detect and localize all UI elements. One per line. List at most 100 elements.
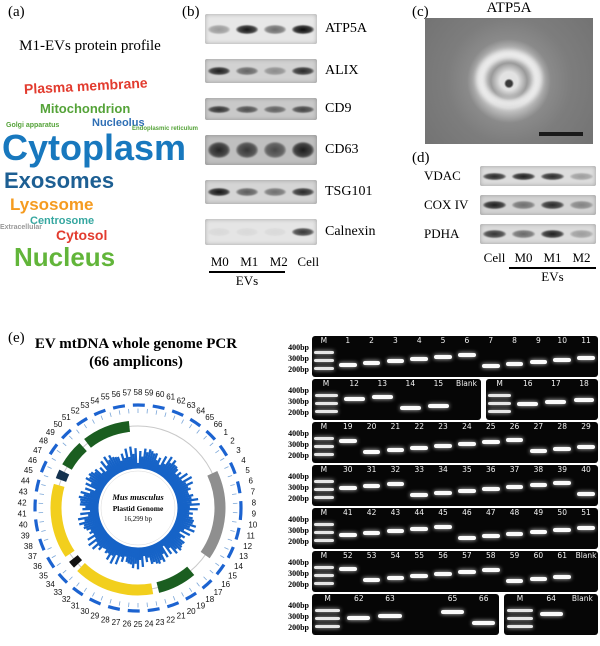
- pcr-band: [338, 439, 357, 443]
- gel-lane: 42: [360, 508, 384, 549]
- gel-lane: 62: [343, 594, 374, 635]
- gel-lane: 44: [407, 508, 431, 549]
- pcr-band: [434, 444, 452, 448]
- amplicon-number: 10: [248, 521, 257, 530]
- gel-lane: 43: [383, 508, 407, 549]
- amplicon-number: 53: [80, 401, 89, 410]
- lane-label: Cell: [483, 250, 506, 265]
- protein-band: [569, 230, 594, 238]
- pcr-band: [481, 568, 500, 572]
- gel-lane: 41: [336, 508, 360, 549]
- protein-band: [291, 67, 315, 75]
- ladder-band: [314, 351, 334, 354]
- panel-e-title-line2: (66 amplicons): [89, 354, 183, 370]
- gel-lane-label: 32: [390, 465, 401, 474]
- amplicon-number: 37: [28, 552, 37, 561]
- pcr-band: [539, 612, 563, 616]
- pcr-band: [553, 481, 571, 485]
- blot-label: CD9: [325, 101, 352, 116]
- gel-lane-label: M: [320, 551, 328, 560]
- ladder-band: [314, 367, 334, 370]
- gel-lane-label: 49: [533, 508, 544, 517]
- gel-lane: 4: [407, 336, 431, 377]
- lane-label: M2: [269, 254, 288, 269]
- gel-lane: 59: [503, 551, 527, 592]
- amplicon-number: 57: [123, 389, 132, 398]
- protein-band: [207, 24, 231, 34]
- gel-lane-label: 60: [533, 551, 544, 560]
- gel-lane: 57: [455, 551, 479, 592]
- amplicon-number: 55: [101, 393, 110, 402]
- marker-label: 200bp: [288, 580, 309, 589]
- amplicon-number: 63: [187, 401, 196, 410]
- amplicon-number: 32: [62, 595, 71, 604]
- gel-lane: 3: [383, 336, 407, 377]
- gel-lane: 37: [503, 465, 527, 506]
- amplicon-number: 34: [46, 580, 55, 589]
- ladder-band: [314, 445, 334, 448]
- ladder-band: [314, 625, 341, 628]
- gel-lane: 39: [550, 465, 574, 506]
- gel-lane: 36: [479, 465, 503, 506]
- pcr-band: [577, 526, 595, 530]
- ladder-band: [488, 410, 512, 413]
- amplicon-number: 66: [214, 420, 223, 429]
- blot-label: Calnexin: [325, 224, 376, 239]
- amplicon-number: 39: [21, 531, 30, 540]
- protein-band: [540, 201, 565, 209]
- gel-lane-label: 23: [438, 422, 448, 431]
- amplicon-number: 30: [80, 607, 89, 616]
- amplicon-number: 43: [19, 487, 28, 496]
- blot-strip: [205, 59, 317, 83]
- blot-row: VDAC: [424, 166, 596, 186]
- ladder-band: [314, 359, 334, 362]
- gel-lane-label: 40: [581, 465, 591, 474]
- gel-lane-label: 66: [478, 594, 489, 603]
- gel-lane-label: 55: [414, 551, 424, 560]
- gel-lane-label: 46: [462, 508, 472, 517]
- marker-label: 300bp: [288, 483, 309, 492]
- gel-lane: 55: [407, 551, 431, 592]
- ladder-band: [314, 566, 334, 569]
- blot-row: TSG101: [205, 180, 376, 204]
- pcr-band: [410, 493, 429, 497]
- pcr-band: [362, 578, 381, 582]
- protein-band: [482, 201, 507, 209]
- panel-d-evs-underline: [509, 267, 596, 269]
- pcr-band: [505, 532, 524, 536]
- amplicon-number: 65: [205, 413, 214, 422]
- gel-lane-label: 34: [438, 465, 448, 474]
- gel-lane-label: 4: [416, 336, 422, 345]
- gel-lane-label: 11: [581, 336, 591, 345]
- gel-lane: M: [486, 379, 514, 420]
- amplicon-number: 51: [62, 413, 71, 422]
- blot-row: ALIX: [205, 59, 376, 83]
- gel-lane: Blank: [567, 594, 598, 635]
- protein-band: [207, 67, 231, 75]
- gel-lane-label: 7: [488, 336, 494, 345]
- blot-row: ATP5A: [205, 14, 376, 44]
- ladder-band: [314, 582, 334, 585]
- gel-lane: 20: [360, 422, 384, 463]
- pcr-band: [362, 450, 381, 454]
- pcr-band: [410, 574, 429, 578]
- panel-e-title-line1: EV mtDNA whole genome PCR: [34, 336, 238, 352]
- amplicon-number: 22: [166, 615, 175, 624]
- marker-label: 200bp: [288, 623, 309, 632]
- gel-lane-label: 3: [393, 336, 398, 345]
- protein-band: [291, 24, 315, 34]
- amplicon-number: 24: [145, 619, 154, 628]
- gel-lane-label: 38: [533, 465, 544, 474]
- gel-lane: 35: [455, 465, 479, 506]
- gel-lane: 52: [336, 551, 360, 592]
- gel-lane: 53: [360, 551, 384, 592]
- wordcloud-word: Plasma membrane: [23, 74, 148, 97]
- ladder-band: [314, 480, 334, 483]
- panel-d-label: (d): [412, 150, 430, 166]
